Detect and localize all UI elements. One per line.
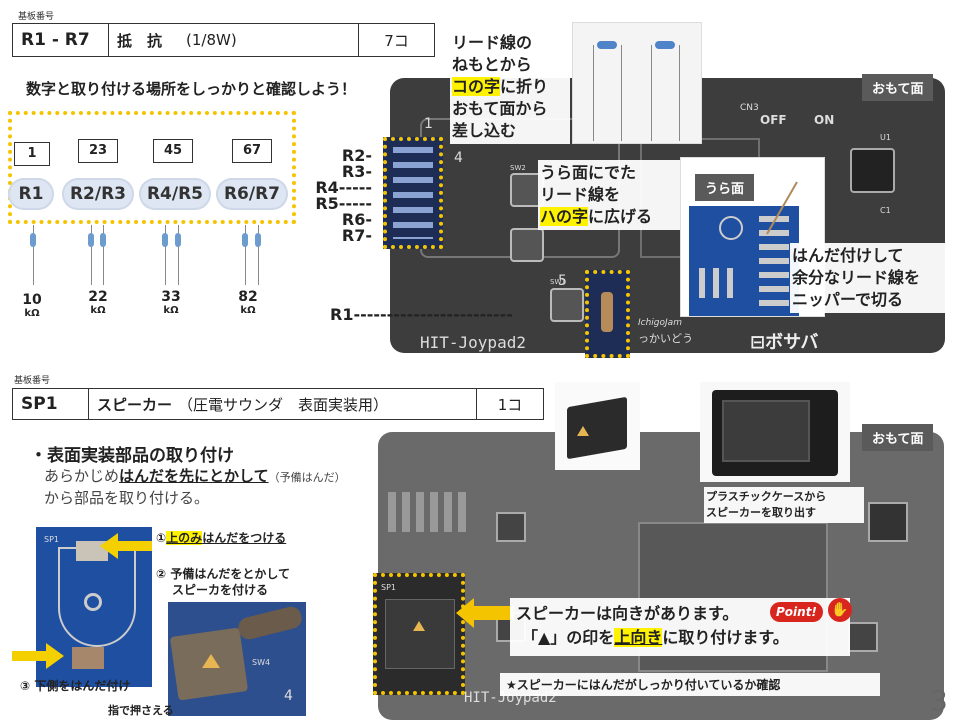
resistor-label-r2r3: R2/R3 — [62, 178, 134, 210]
board-c1-text: C1 — [880, 206, 891, 215]
resistor-number-45: 45 — [153, 139, 193, 163]
speaker-highlight: SP1 — [373, 573, 465, 695]
resistor-number-67: 67 — [232, 139, 272, 163]
instruction-text: 数字と取り付ける場所をしっかりと確認しよう！ — [26, 80, 357, 98]
point-hand-icon: ✋ — [828, 598, 852, 622]
board-logo: ⊟ボサバ — [750, 332, 819, 353]
board-silk-1: 1 — [424, 116, 433, 132]
arrow-bottom-pad-head — [46, 643, 64, 669]
board-u1-text: U1 — [880, 133, 891, 142]
part-id-sp1: SP1 — [13, 389, 89, 419]
board-off-text: OFF — [760, 113, 787, 127]
resistor-label-r6r7: R6/R7 — [216, 178, 288, 210]
part-qty: 7コ — [384, 31, 409, 50]
arrow-top-pad — [112, 541, 152, 551]
check-note: ★スピーカーにはんだがしっかり付いているか確認 — [500, 673, 880, 696]
solder-trim-note: はんだ付けして 余分なリード線を ニッパーで切る — [790, 243, 948, 313]
step3-note: ③ 下側をはんだ付け — [20, 679, 131, 693]
part-qty-sp1: 1コ — [497, 395, 523, 414]
r1-highlight — [585, 270, 630, 358]
front-side-tag-2: おもて面 — [862, 424, 934, 451]
part-name-sp1: スピーカー — [97, 395, 173, 414]
board-brand-text: IchigoJam — [638, 318, 682, 328]
resistor-id-box — [8, 111, 296, 224]
part-spec: (1/8W) — [186, 31, 237, 49]
board-on-text: ON — [814, 113, 835, 127]
press-note: 指で押さえる — [108, 704, 174, 717]
lead-bend-note: リード線の ねもとから コの字に折り おもて面から 差し込む — [450, 30, 570, 144]
part-id: R1 - R7 — [13, 24, 109, 56]
point-badge: Point! — [770, 602, 823, 622]
board-region-text: っかいどう — [638, 332, 693, 345]
back-side-photo: うら面 — [680, 157, 825, 317]
board-cn3-text: CN3 — [740, 103, 759, 113]
case-note: プラスチックケースから スピーカーを取り出す — [704, 487, 864, 523]
board-name-text: HIT-Joypad2 — [420, 333, 526, 352]
part-spec-sp1: （圧電サウンダ 表面実装用） — [178, 395, 389, 414]
resistor-number-23: 23 — [78, 139, 118, 163]
part-description-sp1: スピーカー （圧電サウンダ 表面実装用） — [89, 389, 477, 419]
board-sw1-text: SW1 — [550, 278, 566, 286]
direction-arrow-head — [456, 598, 474, 628]
part-table-speaker: SP1 スピーカー （圧電サウンダ 表面実装用） 1コ — [12, 388, 544, 420]
board-silk-4: 4 — [454, 150, 463, 166]
board-sw2-text: SW2 — [510, 164, 526, 172]
step1-note: ①上のみはんだをつける — [156, 531, 287, 545]
part-name: 抵 抗 — [117, 31, 163, 50]
soldering-photo: SW4 4 — [168, 602, 306, 716]
page-number: 3 — [930, 684, 948, 717]
smd-line2: から部品を取り付ける。 — [44, 489, 210, 507]
board-ref-labels: R2- R3- R4----- R5----- R6- R7- — [315, 146, 372, 245]
smd-line1: あらかじめはんだを先にとかして（予備はんだ） — [44, 467, 346, 485]
board-number-label: 基板番号 — [18, 12, 55, 22]
step2-note: ② 予備はんだをとかして スピーカを付ける — [156, 567, 290, 597]
r1-ref-label: R1------------------------ — [330, 305, 513, 324]
resistor-label-r1: R1 — [8, 178, 54, 210]
board-silk-5: 5 — [558, 273, 567, 289]
resistor-drawings — [0, 225, 300, 295]
back-spread-note: うら面にでた リード線を ハの字に広げる — [538, 160, 688, 230]
direction-note: スピーカーは向きがあります。 「▲」の印を上向きに取り付けます。 — [510, 598, 850, 656]
board-number-label-2: 基板番号 — [14, 376, 51, 386]
front-side-tag-1: おもて面 — [862, 74, 934, 101]
direction-arrow — [468, 606, 514, 620]
resistor-label-r4r5: R4/R5 — [139, 178, 211, 210]
bent-resistor-photo — [572, 22, 702, 144]
resistor-number-1: 1 — [14, 142, 50, 166]
speaker-photo-small — [555, 382, 640, 470]
speaker-case-photo — [700, 382, 850, 482]
arrow-top-pad-head — [100, 533, 118, 559]
part-description: 抵 抗 (1/8W) — [109, 24, 359, 56]
smd-heading: ・表面実装部品の取り付け — [30, 446, 234, 466]
back-side-tag: うら面 — [695, 174, 755, 201]
arrow-bottom-pad — [12, 651, 48, 661]
part-table-resistors: R1 - R7 抵 抗 (1/8W) 7コ — [12, 23, 435, 57]
resistor-array-highlight — [383, 137, 443, 249]
